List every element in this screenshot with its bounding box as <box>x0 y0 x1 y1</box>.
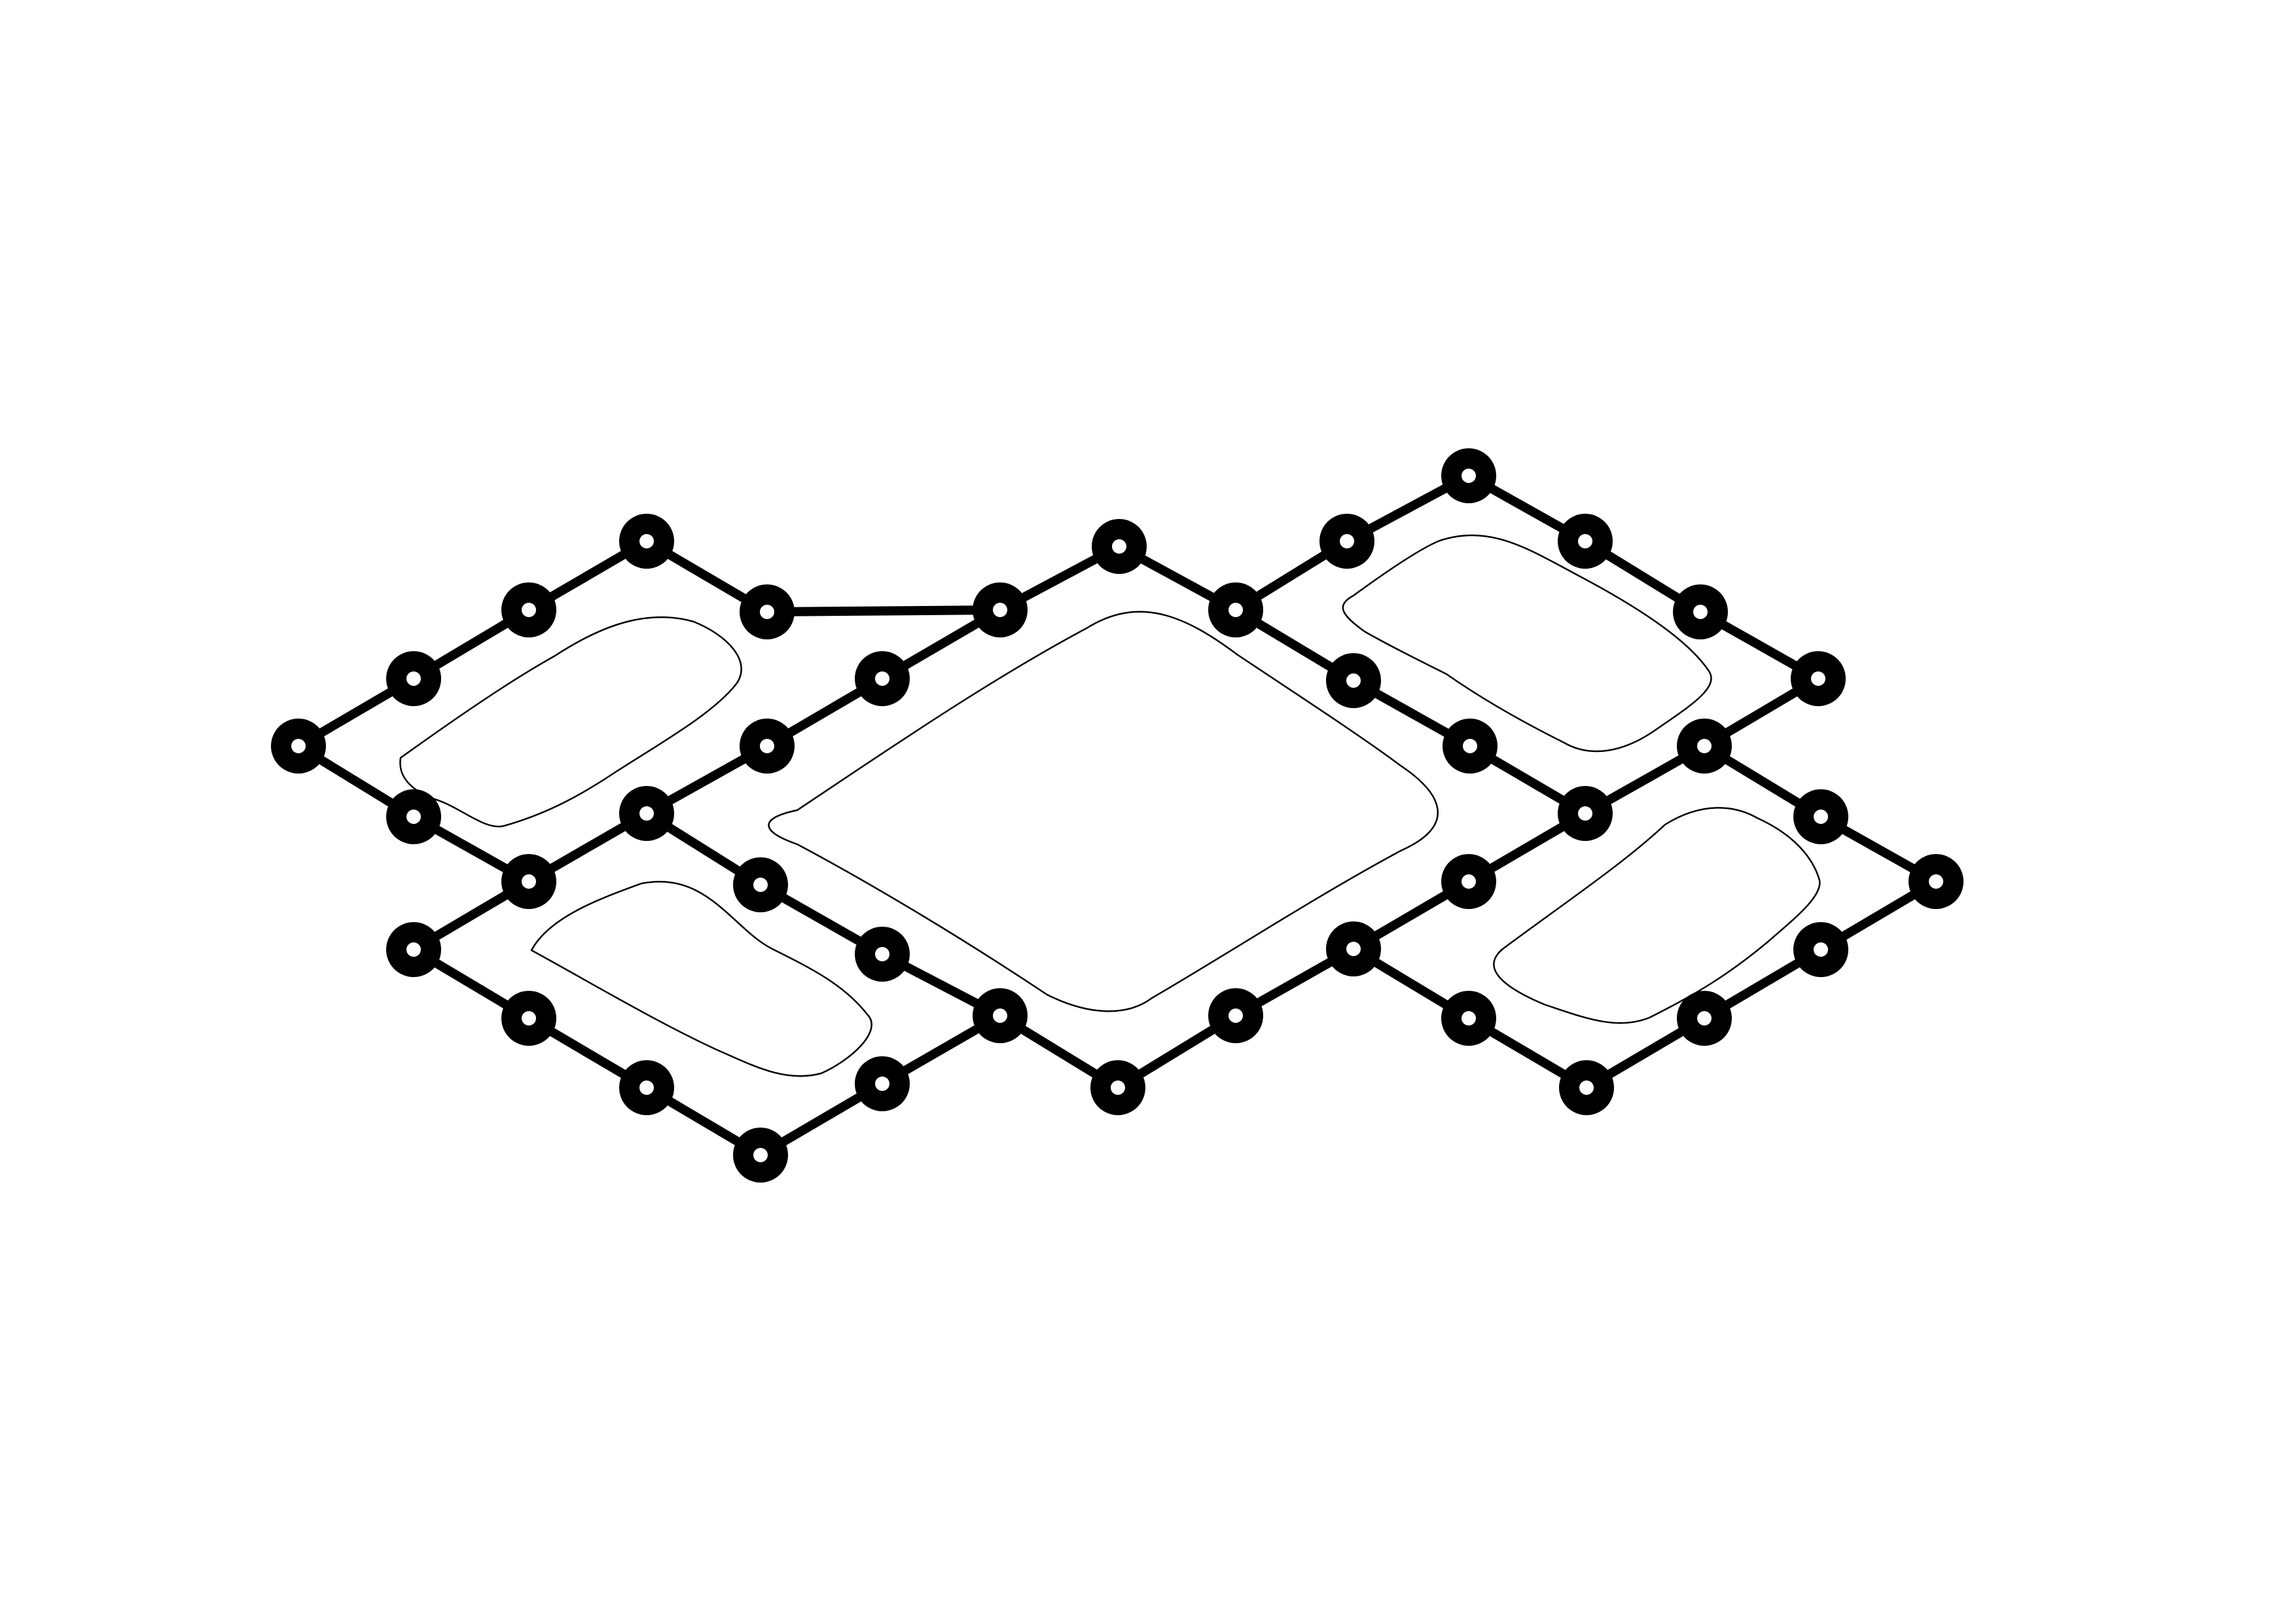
node-hole <box>1579 1080 1594 1095</box>
node-A4 <box>619 514 674 569</box>
inner-loops <box>399 534 1821 1077</box>
node-hole <box>1462 469 1476 483</box>
node-B2 <box>619 786 674 841</box>
node-A2 <box>386 651 441 706</box>
node-D5 <box>855 1056 910 1111</box>
node-G2 <box>1793 922 1848 977</box>
node-E9 <box>1090 1060 1145 1115</box>
node-E6 <box>1558 786 1613 841</box>
node-F5 <box>1791 651 1846 706</box>
node-hole <box>522 603 536 617</box>
node-D4 <box>733 1128 788 1183</box>
node-hole <box>1462 874 1476 889</box>
node-E2 <box>1092 519 1147 574</box>
inner-loop-1 <box>399 616 742 828</box>
node-G4 <box>1559 1060 1614 1115</box>
node-G3 <box>1677 991 1732 1046</box>
node-F4 <box>1673 584 1728 639</box>
node-C1 <box>501 854 556 909</box>
edge-A5-E1 <box>762 605 1005 616</box>
node-C4 <box>973 988 1028 1043</box>
node-F3 <box>1558 514 1613 569</box>
node-D1 <box>386 922 441 977</box>
node-hole <box>993 1008 1007 1023</box>
node-E1 <box>973 582 1028 637</box>
node-hole <box>875 947 889 961</box>
node-hole <box>1693 605 1708 619</box>
node-hole <box>1929 874 1943 889</box>
node-G6 <box>1441 854 1496 909</box>
inner-loop-2 <box>530 880 872 1077</box>
node-hole <box>1578 806 1592 821</box>
node-A5 <box>740 584 795 639</box>
node-F7 <box>1793 789 1848 844</box>
inner-loop-5 <box>1493 807 1821 1024</box>
node-D2 <box>501 991 556 1046</box>
node-E4 <box>1326 653 1381 708</box>
node-hole <box>993 603 1007 617</box>
node-hole <box>1346 673 1361 688</box>
node-E3 <box>1208 582 1263 637</box>
node-hole <box>1346 942 1361 956</box>
node-F1 <box>1319 514 1374 569</box>
node-hole <box>1462 1011 1476 1026</box>
node-E5 <box>1443 719 1498 774</box>
node-hole <box>522 874 536 889</box>
node-hole <box>406 810 421 824</box>
inner-loop-3 <box>768 611 1439 1012</box>
node-hole <box>522 1011 536 1026</box>
inner-loop-4 <box>1342 534 1712 753</box>
node-hole <box>1463 739 1477 753</box>
node-A3 <box>501 582 556 637</box>
node-hole <box>1229 603 1243 617</box>
node-hole <box>639 1080 654 1095</box>
node-hole <box>1814 810 1828 824</box>
node-hole <box>1697 739 1712 753</box>
node-hole <box>753 878 768 892</box>
node-hole <box>639 806 654 821</box>
node-hole <box>1111 1080 1125 1095</box>
node-hole <box>1814 942 1828 957</box>
node-B4 <box>855 651 910 706</box>
node-G5 <box>1441 991 1496 1046</box>
node-hole <box>1578 534 1592 548</box>
node-hole <box>1697 1011 1712 1026</box>
node-F2 <box>1441 448 1496 503</box>
node-hole <box>1229 1008 1243 1023</box>
node-C3 <box>855 927 910 982</box>
node-E7 <box>1326 921 1381 976</box>
node-D3 <box>619 1060 674 1115</box>
node-E8 <box>1208 988 1263 1043</box>
node-hole <box>760 739 774 753</box>
node-hole <box>875 1077 889 1091</box>
node-A1 <box>271 719 326 774</box>
node-F6 <box>1677 719 1732 774</box>
node-hole <box>1112 539 1126 554</box>
node-hole <box>639 534 654 548</box>
node-B3 <box>740 719 795 774</box>
node-hole <box>753 1148 768 1162</box>
lattice-nodes <box>271 448 1964 1183</box>
node-hole <box>875 671 889 686</box>
node-G1 <box>1909 854 1964 909</box>
node-hole <box>1811 671 1825 686</box>
node-hole <box>406 671 421 686</box>
node-hole <box>406 942 421 957</box>
node-hole <box>760 605 774 619</box>
node-B1 <box>386 789 441 844</box>
node-C2 <box>733 857 788 912</box>
node-hole <box>291 739 306 753</box>
node-hole <box>1340 534 1354 548</box>
